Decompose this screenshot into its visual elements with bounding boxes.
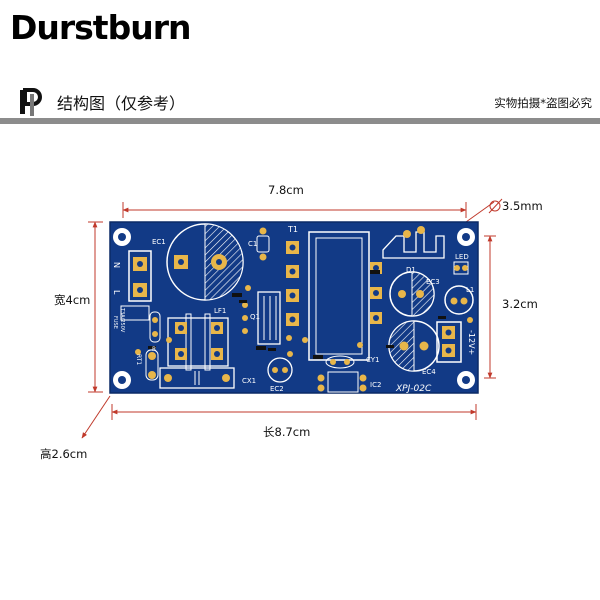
label-d1: D1 xyxy=(406,266,416,274)
label-model: XPJ-02C xyxy=(395,384,432,394)
ic2 xyxy=(317,371,367,393)
label-led: LED xyxy=(455,253,469,261)
inductor-l1 xyxy=(444,285,474,315)
dim-height: 高2.6cm xyxy=(40,447,88,461)
section-p-icon xyxy=(20,88,42,116)
label-fuse-rating: T3A/250V xyxy=(119,307,125,333)
mounting-holes xyxy=(113,228,475,389)
label-ec2: EC2 xyxy=(270,385,284,393)
label-ec3: EC3 xyxy=(426,278,440,286)
label-output: -12V+ xyxy=(467,330,476,355)
capacitor-ec4 xyxy=(388,320,440,372)
dim-length-bottom: 长8.7cm xyxy=(263,425,311,439)
led xyxy=(453,261,469,275)
label-fuse: FUSE xyxy=(112,316,118,329)
smd-components xyxy=(148,270,446,359)
brand-logo: Durstburn xyxy=(10,8,191,47)
label-n: N xyxy=(112,262,121,268)
label-lf1: LF1 xyxy=(214,307,226,315)
label-l1: L1 xyxy=(466,286,474,294)
via-pads xyxy=(135,285,473,357)
label-ec1: EC1 xyxy=(152,238,166,246)
capacitor-cx1 xyxy=(159,367,235,389)
thermistor-rt1 xyxy=(145,349,159,381)
section-title: 结构图（仅参考） xyxy=(57,94,186,113)
label-cy1: CY1 xyxy=(366,356,380,364)
label-l: L xyxy=(112,290,121,295)
capacitor-ec2 xyxy=(267,357,293,383)
label-ec4: EC4 xyxy=(422,368,436,376)
dim-top-length: 7.8cm xyxy=(268,183,304,197)
fuse xyxy=(120,305,161,343)
filter-lf1 xyxy=(167,313,229,371)
dim-inner-height: 3.2cm xyxy=(502,297,538,311)
capacitor-cy1 xyxy=(325,355,355,369)
hole-symbol-icon xyxy=(488,198,503,214)
label-c1: C1 xyxy=(248,240,257,248)
transformer-t1 xyxy=(286,231,382,361)
capacitor-c1 xyxy=(256,227,270,261)
dimension-lines xyxy=(81,201,496,439)
label-ic2: IC2 xyxy=(370,381,381,389)
label-rt1: RT1 xyxy=(135,354,142,365)
output-terminal xyxy=(436,321,462,363)
diode-d1-heatsink xyxy=(382,226,445,259)
input-terminal xyxy=(128,250,152,302)
mosfet-q1 xyxy=(242,291,281,345)
capacitor-ec3 xyxy=(389,271,435,317)
copyright-note: 实物拍摄*盗图必究 xyxy=(494,96,592,110)
label-t1: T1 xyxy=(287,225,298,234)
capacitor-ec1 xyxy=(166,223,244,301)
label-q1: Q1 xyxy=(250,313,260,321)
header-divider xyxy=(0,118,600,124)
label-cx1: CX1 xyxy=(242,377,256,385)
dim-width-left: 宽4cm xyxy=(54,293,91,307)
dim-hole: 3.5mm xyxy=(502,199,543,213)
label-r: R xyxy=(152,346,156,353)
